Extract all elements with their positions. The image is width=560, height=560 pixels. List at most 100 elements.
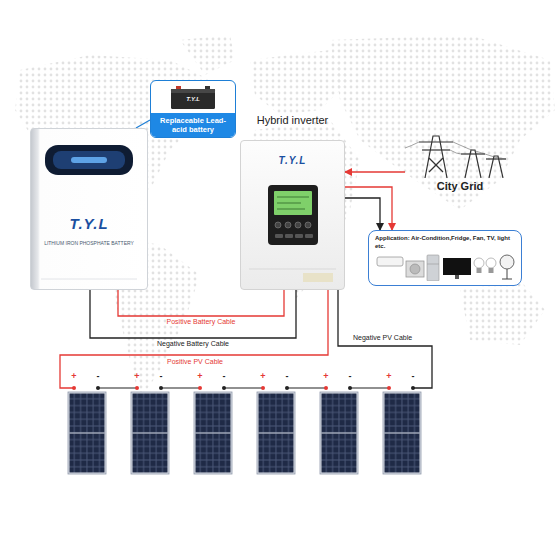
polarity-sign: - (223, 371, 226, 381)
inverter-panel (303, 273, 333, 282)
solar-panel (320, 392, 358, 474)
inverter-panel (268, 185, 318, 245)
inverter-panel (275, 222, 281, 228)
polarity-sign: + (323, 371, 328, 381)
terminal (198, 386, 202, 390)
negative-pv-cable (338, 290, 432, 388)
polarity-sign: - (349, 371, 352, 381)
polarity-sign: - (97, 371, 100, 381)
map-continents (15, 35, 555, 400)
series-wire (98, 387, 137, 388)
map-continents (330, 35, 555, 210)
battery-box: T.Y.L LITHIUM IRON PHOSPHATE BATTERY (30, 128, 148, 290)
power-pylons (461, 153, 485, 154)
appliance-icons (486, 258, 496, 268)
connector (345, 198, 380, 230)
appliance-icons (406, 261, 424, 277)
inverter-panel (305, 234, 313, 238)
cable-label: Negative Battery Cable (156, 340, 230, 348)
power-pylons (450, 150, 461, 154)
terminal (159, 386, 163, 390)
power-pylons (419, 136, 506, 178)
solar-panel (68, 392, 106, 474)
power-pylons (429, 158, 443, 172)
inverter-panel (277, 209, 305, 210)
series-wire (161, 387, 200, 388)
series-wire (98, 387, 389, 388)
appliance-icons (477, 268, 482, 273)
brand-logo: T.Y.L (241, 155, 344, 166)
terminal (324, 386, 328, 390)
map-continents (460, 280, 545, 345)
power-pylons (429, 158, 443, 172)
polarity-sign: - (286, 371, 289, 381)
inverter-panel (295, 222, 301, 228)
terminal (135, 386, 139, 390)
battery-type: LITHIUM IRON PHOSPHATE BATTERY (31, 240, 147, 246)
lead-acid-battery-icon (205, 86, 210, 89)
terminal (348, 386, 352, 390)
power-pylons (419, 141, 453, 142)
inverter-panel (275, 234, 283, 238)
inverter-panel (295, 234, 303, 238)
appliance-icons (502, 279, 512, 280)
inverter-heading: Hybrid inverter (221, 114, 364, 126)
power-pylons (422, 149, 450, 150)
lead-acid-battery-icon (171, 89, 215, 109)
polarity-sign: + (71, 371, 76, 381)
appliance-icons (489, 268, 494, 273)
positive-pv-cable (60, 290, 328, 388)
terminal (411, 386, 415, 390)
inverter-box: Hybrid inverterT.Y.L (240, 140, 345, 290)
polarity-sign: + (134, 371, 139, 381)
solar-panel (194, 392, 232, 474)
callout-text: Replaceable Lead-acid battery (151, 113, 235, 137)
lead-acid-battery-icon (176, 86, 181, 89)
grid-label: City Grid (405, 180, 515, 192)
appliance-icons (427, 255, 439, 281)
connector (118, 290, 284, 316)
brand-logo: T.Y.L (31, 215, 147, 232)
callout-box: Replaceable Lead-acid battery (150, 80, 236, 138)
series-wire (350, 387, 389, 388)
appliance-icons (443, 258, 471, 275)
appliance-icons (427, 264, 439, 265)
power-pylons (453, 142, 485, 154)
power-pylons (405, 142, 419, 148)
appliance-icons (377, 257, 403, 266)
inverter-panel (274, 191, 312, 215)
terminal (285, 386, 289, 390)
terminal (72, 386, 415, 390)
inverter-panel (249, 269, 336, 270)
terminal (387, 386, 391, 390)
solar-panel (68, 392, 421, 474)
connector (345, 171, 405, 172)
appliance-icons (410, 264, 420, 274)
terminal (261, 386, 265, 390)
inverter-panel (277, 197, 309, 198)
power-pylons (405, 142, 506, 159)
cable-label: Positive Battery Cable (166, 318, 237, 326)
connector (345, 187, 392, 230)
power-pylons (485, 154, 506, 159)
inverter-panel (305, 222, 311, 228)
inverter-panel (285, 234, 293, 238)
polarity-sign: - (160, 371, 163, 381)
connector (136, 120, 150, 128)
polarity-sign: + (197, 371, 202, 381)
series-wire (287, 387, 326, 388)
map-continents (180, 35, 235, 75)
battery-screen (45, 145, 133, 175)
battery-screen (41, 279, 137, 280)
polarity-sign: - (412, 371, 415, 381)
terminal (96, 386, 100, 390)
terminal (222, 386, 226, 390)
solar-panel (257, 392, 295, 474)
appliance-icons (375, 253, 517, 281)
battery-screen (53, 151, 125, 169)
power-pylons (405, 132, 515, 178)
inverter-panel (277, 203, 301, 204)
cable-label: Negative PV Cable (352, 334, 413, 342)
application-box: Application: Air-Condition,Fridge, Fan, … (368, 230, 522, 286)
city-grid: City Grid (405, 132, 515, 200)
